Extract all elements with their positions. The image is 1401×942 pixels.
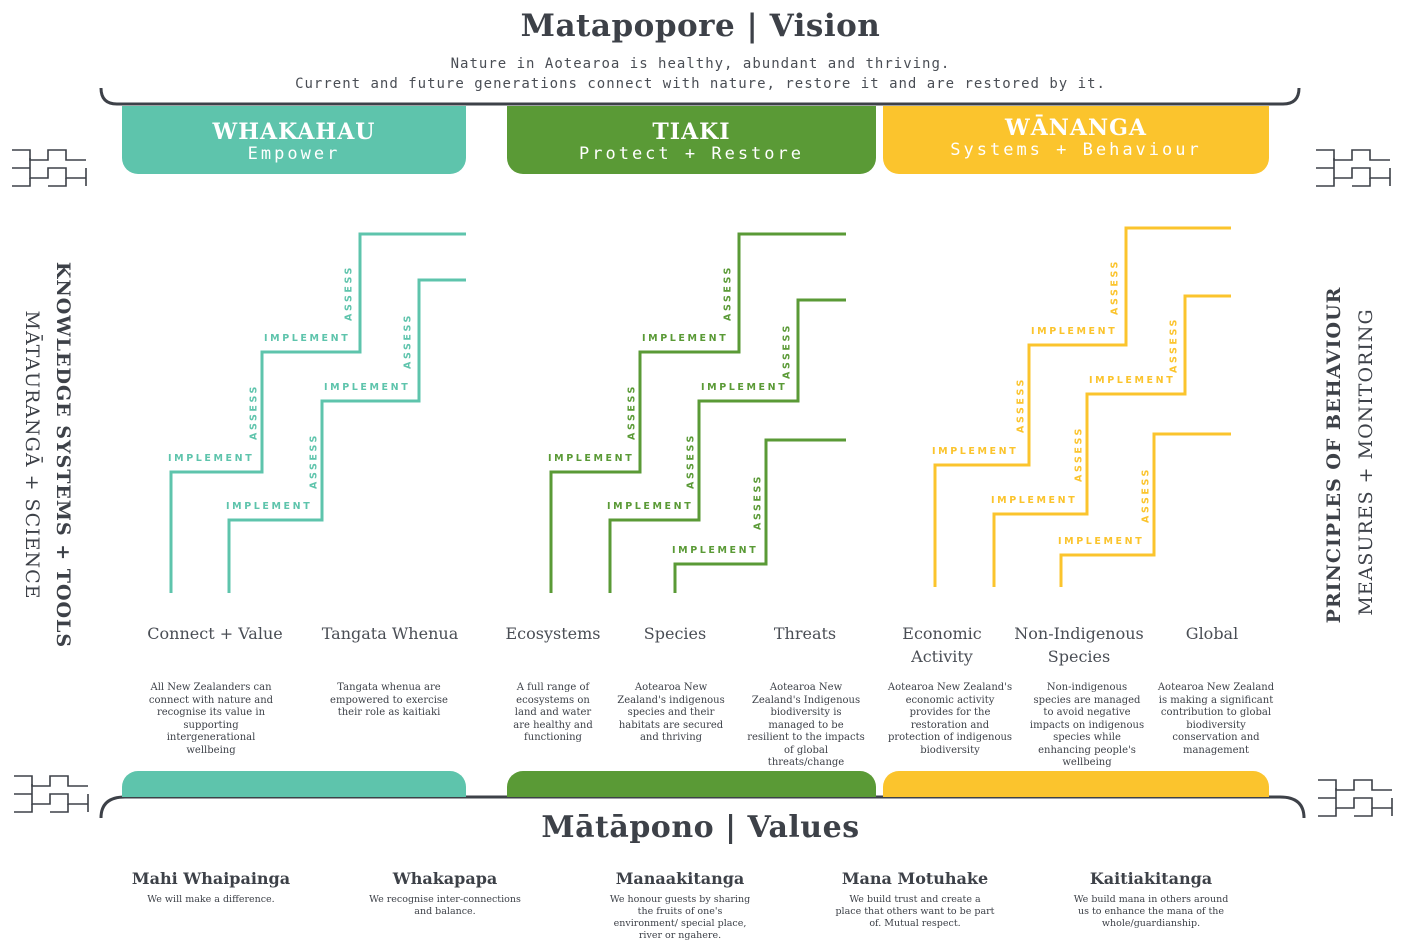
category-desc: Aotearoa New Zealand's indigenous specie… bbox=[617, 682, 725, 743]
implement-label: IMPLEMENT bbox=[1031, 326, 1118, 337]
assess-label: ASSESS bbox=[781, 322, 793, 379]
category-desc: Non-indigenous species are managed to av… bbox=[1029, 682, 1145, 768]
implement-label: IMPLEMENT bbox=[226, 501, 313, 512]
category-desc: Aotearoa New Zealand's Indigenous biodiv… bbox=[747, 682, 865, 768]
bottom-bar-teal bbox=[122, 771, 466, 797]
value-desc: We build mana in others around us to enh… bbox=[1073, 894, 1229, 929]
category-name: Threats bbox=[773, 624, 837, 643]
vision-bracket bbox=[99, 87, 1301, 106]
category-name: Connect + Value bbox=[147, 624, 283, 643]
left-side-title: KNOWLEDGE SYSTEMS + TOOLS bbox=[52, 261, 74, 649]
implement-label: IMPLEMENT bbox=[672, 545, 759, 556]
implement-label: IMPLEMENT bbox=[1089, 375, 1176, 386]
implement-label: IMPLEMENT bbox=[701, 382, 788, 393]
implement-label: IMPLEMENT bbox=[1058, 536, 1145, 547]
assess-label: ASSESS bbox=[1015, 377, 1027, 433]
category-desc: A full range of ecosystems on land and w… bbox=[513, 682, 593, 743]
category-desc: Tangata whenua are empowered to exercise… bbox=[330, 682, 448, 718]
category-desc: Aotearoa New Zealand is making a signifi… bbox=[1157, 682, 1275, 756]
koru-pattern-top-left bbox=[12, 149, 87, 187]
assess-label: ASSESS bbox=[626, 384, 638, 440]
category-name: Ecosystems bbox=[505, 624, 601, 643]
pillar-tiaki: TIAKI Protect + Restore bbox=[507, 106, 876, 174]
left-side-subtitle: MĀTAURANGĀ + SCIENCE bbox=[21, 310, 43, 600]
value-desc: We recognise inter-connections and balan… bbox=[369, 894, 521, 917]
implement-label: IMPLEMENT bbox=[991, 495, 1078, 506]
category-name: Economic Activity bbox=[902, 624, 982, 666]
category-name: Tangata Whenua bbox=[321, 624, 459, 643]
values-bracket bbox=[99, 795, 1306, 819]
pillar-whakahau: WHAKAHAU Empower bbox=[122, 106, 466, 174]
assess-label: ASSESS bbox=[752, 474, 764, 530]
implement-label: IMPLEMENT bbox=[642, 333, 729, 344]
staircase-line bbox=[673, 438, 846, 593]
staircase-line bbox=[169, 232, 466, 593]
staircase-line bbox=[992, 294, 1231, 587]
vision-line-1: Nature in Aotearoa is healthy, abundant … bbox=[450, 56, 951, 72]
bottom-bar-green bbox=[507, 771, 876, 797]
value-name: Mahi Whaipainga bbox=[131, 869, 291, 888]
staircase-line bbox=[933, 226, 1231, 587]
staircase-line bbox=[608, 298, 846, 593]
value-name: Mana Motuhake bbox=[841, 869, 989, 888]
pillar-title: WHAKAHAU bbox=[212, 119, 376, 145]
value-desc: We build trust and create a place that o… bbox=[835, 894, 995, 929]
pillar-title: TIAKI bbox=[652, 119, 731, 145]
implement-label: IMPLEMENT bbox=[324, 382, 411, 393]
koru-pattern-bottom-left bbox=[14, 775, 89, 813]
staircase-line bbox=[1059, 432, 1231, 587]
assess-label: ASSESS bbox=[343, 265, 355, 321]
koru-pattern-bottom-right bbox=[1318, 779, 1393, 817]
pillar-subtitle: Empower bbox=[247, 144, 341, 164]
category-name: Species bbox=[643, 624, 707, 643]
assess-label: ASSESS bbox=[1140, 466, 1152, 523]
implement-label: IMPLEMENT bbox=[932, 446, 1019, 457]
category-desc: All New Zealanders can connect with natu… bbox=[148, 682, 274, 756]
value-name: Manaakitanga bbox=[615, 869, 745, 888]
right-side-title: PRINCIPLES OF BEHAVIOUR bbox=[1323, 286, 1345, 624]
category-name: Global bbox=[1185, 624, 1239, 643]
assess-label: ASSESS bbox=[722, 265, 734, 321]
staircase-line bbox=[227, 278, 466, 593]
assess-label: ASSESS bbox=[308, 432, 320, 489]
values-title: Mātāpono | Values bbox=[541, 810, 860, 845]
right-side-subtitle: MEASURES + MONITORING bbox=[1355, 308, 1377, 616]
category-name: Non-Indigenous Species bbox=[1014, 624, 1144, 666]
koru-pattern-top-right bbox=[1316, 149, 1391, 187]
pillar-subtitle: Protect + Restore bbox=[579, 144, 804, 164]
assess-label: ASSESS bbox=[402, 312, 414, 369]
staircases bbox=[169, 226, 1231, 593]
value-name: Whakapapa bbox=[392, 869, 498, 888]
value-desc: We will make a difference. bbox=[147, 894, 275, 905]
pillar-wananga: WĀNANGA Systems + Behaviour bbox=[883, 106, 1269, 174]
assess-label: ASSESS bbox=[248, 384, 260, 440]
assess-label: ASSESS bbox=[1109, 258, 1121, 315]
assess-label: ASSESS bbox=[1168, 317, 1180, 373]
pillar-subtitle: Systems + Behaviour bbox=[950, 140, 1202, 160]
category-desc: Aotearoa New Zealand's economic activity… bbox=[887, 682, 1013, 756]
vision-title: Matapopore | Vision bbox=[520, 8, 881, 44]
pillar-title: WĀNANGA bbox=[1005, 115, 1147, 141]
implement-label: IMPLEMENT bbox=[607, 501, 694, 512]
staircase-line bbox=[549, 232, 846, 593]
assess-label: ASSESS bbox=[1073, 426, 1085, 482]
implement-label: IMPLEMENT bbox=[548, 453, 635, 464]
value-name: Kaitiakitanga bbox=[1089, 869, 1213, 888]
bottom-bar-yellow bbox=[883, 771, 1269, 797]
vision-line-2: Current and future generations connect w… bbox=[295, 76, 1106, 92]
value-desc: We honour guests by sharing the fruits o… bbox=[609, 894, 751, 941]
implement-label: IMPLEMENT bbox=[168, 453, 255, 464]
assess-label: ASSESS bbox=[685, 432, 697, 489]
implement-label: IMPLEMENT bbox=[264, 333, 351, 344]
